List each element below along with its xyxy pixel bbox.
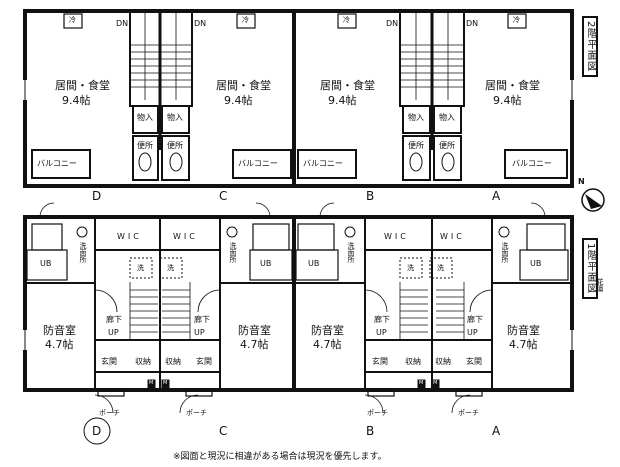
corridor-label: 廊下 — [374, 315, 390, 324]
living-size-b: 9.4帖 — [328, 94, 357, 107]
storage-label: 物入 — [439, 113, 455, 122]
compass-north-label: N — [578, 177, 585, 186]
wic-label: WIC — [384, 232, 409, 241]
porch-label: ポーチ — [367, 409, 388, 417]
unit-bath-label: UB — [530, 259, 542, 268]
washroom-label: 洗面所 — [79, 242, 87, 263]
unit-label-1f-b: B — [366, 424, 375, 438]
compass-icon — [581, 188, 605, 212]
down-label: DN — [466, 19, 479, 28]
floor1-outline — [23, 215, 574, 392]
storage-1f-label: 収納 — [135, 357, 151, 366]
balcony-label: バルコニー — [512, 159, 552, 168]
balcony-label: バルコニー — [37, 159, 77, 168]
living-label-d: 居間・食堂 — [55, 79, 110, 92]
washroom-label: 洗面所 — [501, 242, 509, 263]
washer-label: 洗 — [167, 264, 174, 272]
unit-bath-label: UB — [260, 259, 272, 268]
unit-label-2f-a: A — [492, 189, 501, 203]
washer-label: 洗 — [437, 264, 444, 272]
up-label: UP — [108, 328, 119, 337]
corridor-label: 廊下 — [194, 315, 210, 324]
toilet-label: 便所 — [137, 141, 153, 150]
unit-bath-label: UB — [40, 259, 52, 268]
storage-label: 物入 — [408, 113, 424, 122]
toilet-label: 便所 — [439, 141, 455, 150]
soundproof-room-label-a: 防音室 — [507, 324, 540, 337]
storage-label: 物入 — [137, 113, 153, 122]
balcony-label: バルコニー — [238, 159, 278, 168]
wic-label: WIC — [117, 232, 142, 241]
living-label-a: 居間・食堂 — [485, 79, 540, 92]
storage-1f-label: 収納 — [165, 357, 181, 366]
soundproof-room-label-d: 防音室 — [43, 324, 76, 337]
fridge-icon: 冷 — [242, 16, 249, 24]
unit-label-1f-c: C — [219, 424, 228, 438]
storage-label: 物入 — [167, 113, 183, 122]
soundproof-room-size-c: 4.7帖 — [240, 338, 269, 351]
living-size-d: 9.4帖 — [62, 94, 91, 107]
meter-icon: M — [163, 380, 168, 386]
entrance-label: 玄関 — [466, 357, 482, 366]
unit-label-2f-b: B — [366, 189, 375, 203]
soundproof-room-label-b: 防音室 — [311, 324, 344, 337]
balcony-label: バルコニー — [303, 159, 343, 168]
entrance-label: 玄関 — [196, 357, 212, 366]
washroom-label: 洗面所 — [229, 242, 237, 263]
living-label-b: 居間・食堂 — [320, 79, 375, 92]
down-label: DN — [386, 19, 399, 28]
unit-bath-label: UB — [308, 259, 320, 268]
entrance-label: 玄関 — [101, 357, 117, 366]
up-label: UP — [194, 328, 205, 337]
corridor-label: 廊下 — [106, 315, 122, 324]
unit-label-2f-c: C — [219, 189, 228, 203]
unit-label-1f-d: D — [92, 424, 102, 438]
down-label: DN — [116, 19, 129, 28]
fridge-icon: 冷 — [513, 16, 520, 24]
fridge-icon: 冷 — [343, 16, 350, 24]
toilet-label: 便所 — [167, 141, 183, 150]
toilet-label: 便所 — [408, 141, 424, 150]
living-label-c: 居間・食堂 — [216, 79, 271, 92]
meter-icon: M — [149, 380, 154, 386]
unit-d-circle — [83, 417, 111, 445]
living-size-a: 9.4帖 — [493, 94, 522, 107]
floor1-title: 1階平面図 — [582, 238, 598, 300]
washroom-label: 洗面所 — [347, 242, 355, 263]
soundproof-room-size-a: 4.7帖 — [509, 338, 538, 351]
down-label: DN — [194, 19, 207, 28]
storage-1f-label: 収納 — [435, 357, 451, 366]
entrance-label: 玄関 — [372, 357, 388, 366]
disclaimer-note: ※図面と現況に相違がある場合は現況を優先します。 — [173, 452, 387, 462]
storage-1f-label: 収納 — [405, 357, 421, 366]
fridge-icon: 冷 — [69, 16, 76, 24]
corridor-label: 廊下 — [467, 315, 483, 324]
living-size-c: 9.4帖 — [224, 94, 253, 107]
porch-label: ポーチ — [458, 409, 479, 417]
floor2-title: 2階平面図 — [582, 16, 598, 78]
unit-label-2f-d: D — [92, 189, 102, 203]
wic-label: WIC — [440, 232, 465, 241]
up-label: UP — [467, 328, 478, 337]
unit-label-1f-a: A — [492, 424, 501, 438]
soundproof-room-size-b: 4.7帖 — [313, 338, 342, 351]
porch-label: ポーチ — [99, 409, 120, 417]
washer-label: 洗 — [137, 264, 144, 272]
meter-icon: M — [419, 380, 424, 386]
washer-label: 洗 — [407, 264, 414, 272]
up-label: UP — [376, 328, 387, 337]
wic-label: WIC — [173, 232, 198, 241]
meter-icon: M — [433, 380, 438, 386]
flowerbed-label: 花壇 — [596, 278, 604, 292]
porch-label: ポーチ — [186, 409, 207, 417]
soundproof-room-label-c: 防音室 — [238, 324, 271, 337]
soundproof-room-size-d: 4.7帖 — [45, 338, 74, 351]
